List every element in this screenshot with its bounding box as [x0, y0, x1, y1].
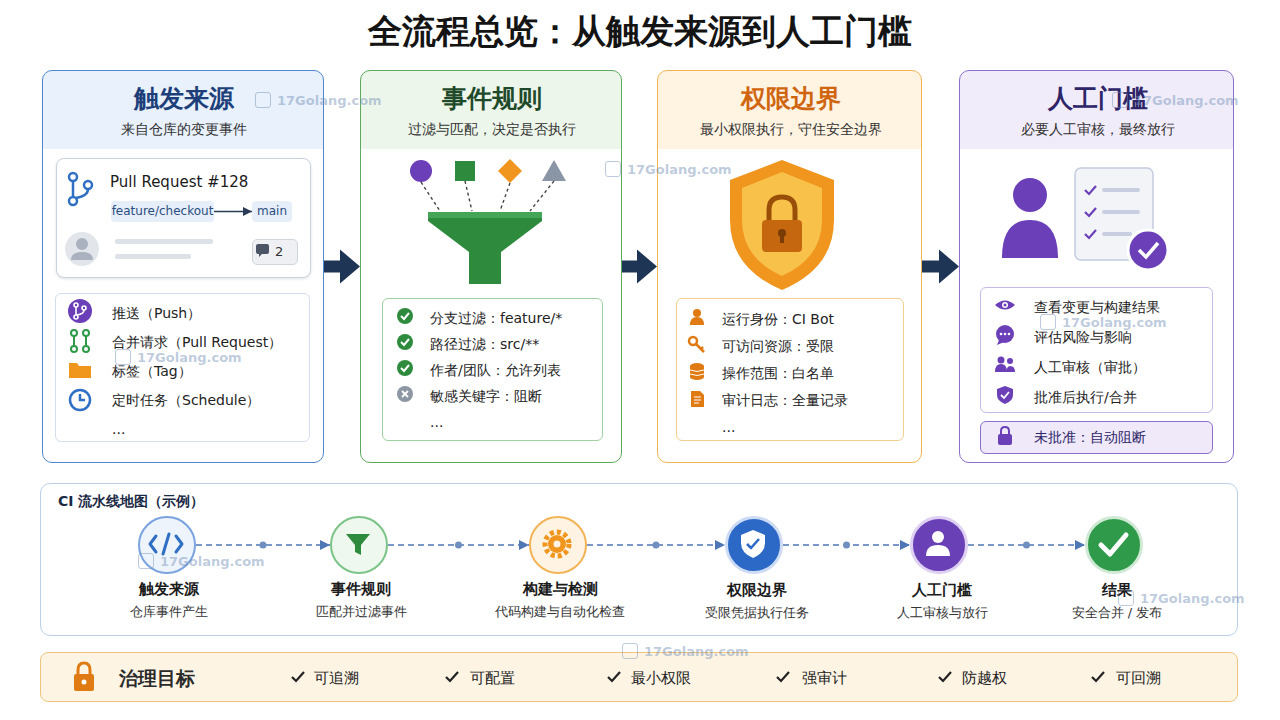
list-item: 路径过滤：src/** — [430, 331, 600, 357]
list-item: 分支过滤：feature/* — [430, 305, 600, 331]
list-item: 可访问资源：受限 — [722, 333, 902, 360]
panel-title: 权限边界 — [658, 84, 923, 114]
governance-goal: 防越权 — [962, 666, 1072, 690]
list-item: 人工审核（审批） — [1034, 352, 1209, 382]
diagram-title: 全流程总览：从触发来源到人工门槛 — [0, 8, 1280, 54]
watermark: 17Golang.com — [138, 553, 265, 571]
governance-goal: 可回溯 — [1116, 666, 1226, 690]
governance-title: 治理目标 — [119, 663, 239, 693]
list-item: 批准后执行/合并 — [1034, 382, 1209, 412]
governance-goal: 可配置 — [470, 666, 580, 690]
pr-title: Pull Request #128 — [110, 172, 300, 192]
list-item: 敏感关键字：阻断 — [430, 383, 600, 409]
governance-goal: 可追溯 — [314, 666, 424, 690]
governance-band: 治理目标 可追溯 可配置 最小权限 强审计 防越权 可回溯 — [40, 652, 1238, 702]
panel-title: 事件规则 — [361, 84, 623, 114]
pipeline-step: 结果安全合并 / 发布 — [1085, 516, 1143, 574]
step-name: 权限边界 — [667, 579, 847, 601]
filter-list: 分支过滤：feature/*路径过滤：src/**作者/团队：允许列表敏感关键字… — [382, 298, 603, 441]
list-item: 作者/团队：允许列表 — [430, 357, 600, 383]
pull-request-card: Pull Request #128 feature/checkout main 2 — [56, 158, 311, 278]
step-desc: 仓库事件产生 — [69, 602, 269, 622]
pipeline-step: 构建与检测代码构建与自动化检查 — [529, 516, 587, 574]
list-item: 审计日志：全量记录 — [722, 387, 902, 414]
block-notice: 未批准：自动阻断 — [980, 421, 1213, 454]
step-desc: 代码构建与自动化检查 — [460, 602, 660, 622]
watermark: 17Golang.com — [115, 349, 242, 367]
watermark: 17Golang.com — [1112, 92, 1239, 110]
list-item: 定时任务（Schedule） — [112, 386, 307, 415]
step-name: 人工门槛 — [852, 579, 1032, 601]
flow-arrow — [622, 250, 657, 284]
step-name: 事件规则 — [271, 578, 451, 600]
list-item: 运行身份：CI Bot — [722, 306, 902, 333]
step-name: 触发来源 — [79, 578, 259, 600]
governance-goal: 最小权限 — [631, 666, 741, 690]
event-list: 推送（Push）合并请求（Pull Request）标签（Tag）定时任务（Sc… — [55, 293, 310, 442]
rules-panel: 事件规则过滤与匹配，决定是否执行分支过滤：feature/*路径过滤：src/*… — [360, 70, 622, 463]
permission-list: 运行身份：CI Bot可访问资源：受限操作范围：白名单审计日志：全量记录... — [676, 298, 904, 441]
watermark: 17Golang.com — [1118, 590, 1245, 608]
block-text: 未批准：自动阻断 — [1034, 421, 1209, 454]
branch-pill: main — [252, 201, 292, 222]
watermark: 17Golang.com — [605, 161, 732, 179]
source-panel: 触发来源来自仓库的变更事件Pull Request #128feature/ch… — [42, 70, 324, 463]
pipeline-step: 人工门槛人工审核与放行 — [910, 516, 968, 574]
review-list: 查看变更与构建结果评估风险与影响人工审核（审批）批准后执行/合并 — [980, 287, 1213, 413]
step-desc: 人工审核与放行 — [842, 603, 1042, 623]
governance-goal: 强审计 — [802, 666, 912, 690]
pipeline-title: CI 流水线地图（示例） — [58, 492, 358, 510]
step-name: 构建与检测 — [470, 578, 650, 600]
branch-name: main — [252, 201, 292, 222]
pipeline-step: 事件规则匹配并过滤事件 — [330, 516, 388, 574]
approval-panel: 人工门槛必要人工审核，最终放行查看变更与构建结果评估风险与影响人工审核（审批）批… — [959, 70, 1234, 463]
flow-arrow — [922, 250, 959, 284]
list-item: ... — [430, 409, 600, 435]
pipeline-step: 权限边界受限凭据执行任务 — [725, 516, 783, 574]
list-item: ... — [112, 415, 307, 444]
step-desc: 受限凭据执行任务 — [657, 603, 857, 623]
panel-subtitle: 过滤与匹配，决定是否执行 — [361, 119, 623, 139]
list-item: ... — [722, 414, 902, 441]
list-item: 操作范围：白名单 — [722, 360, 902, 387]
panel-subtitle: 必要人工审核，最终放行 — [960, 119, 1235, 139]
permission-panel: 权限边界最小权限执行，守住安全边界运行身份：CI Bot可访问资源：受限操作范围… — [657, 70, 922, 463]
panel-subtitle: 最小权限执行，守住安全边界 — [658, 119, 923, 139]
watermark: 17Golang.com — [1040, 314, 1167, 332]
flow-arrow — [324, 250, 360, 284]
panel-subtitle: 来自仓库的变更事件 — [43, 119, 325, 139]
branch-pill: feature/checkout — [111, 201, 214, 222]
watermark: 17Golang.com — [622, 643, 749, 661]
branch-name: feature/checkout — [111, 201, 214, 222]
comment-count: 2 — [275, 240, 297, 264]
watermark: 17Golang.com — [255, 92, 382, 110]
comment-badge: 2 — [252, 239, 298, 265]
list-item: 推送（Push） — [112, 299, 307, 328]
step-desc: 匹配并过滤事件 — [261, 602, 461, 622]
